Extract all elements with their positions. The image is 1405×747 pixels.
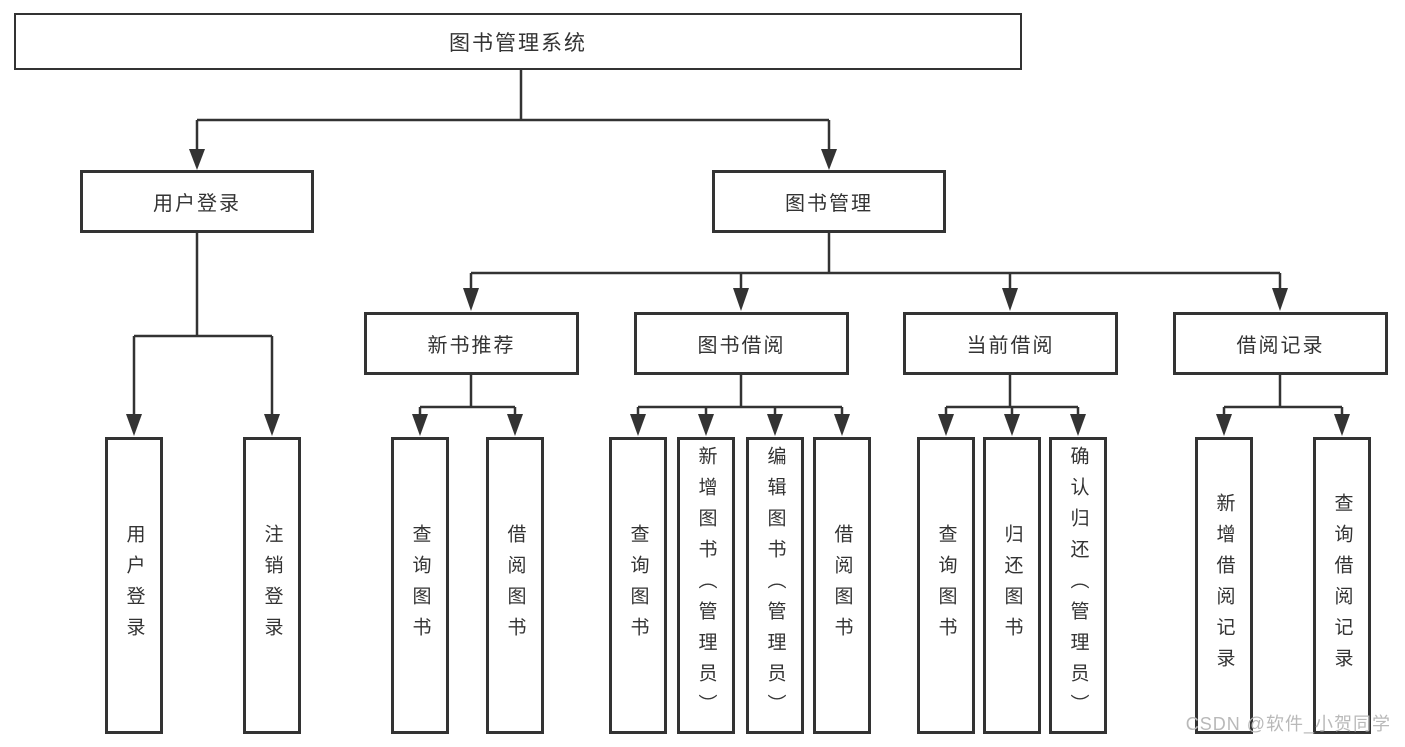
node-label: 图书借阅 bbox=[697, 335, 786, 357]
node-label: 确认归还（管理员） bbox=[1067, 446, 1089, 725]
node-book-borrow: 图书借阅 bbox=[634, 312, 849, 375]
node-borrow-record: 借阅记录 bbox=[1173, 312, 1388, 375]
node-root-label: 图书管理系统 bbox=[449, 31, 587, 55]
node-confirm-return-admin: 确认归还（管理员） bbox=[1049, 437, 1107, 734]
node-new-book-recommend: 新书推荐 bbox=[364, 312, 579, 375]
node-label: 注销登录 bbox=[261, 523, 283, 648]
node-label: 用户登录 bbox=[153, 193, 241, 215]
node-book-management-module: 图书管理 bbox=[712, 170, 946, 233]
node-return-books: 归还图书 bbox=[983, 437, 1041, 734]
node-query-borrow-record: 查询借阅记录 bbox=[1313, 437, 1371, 734]
node-label: 查询图书 bbox=[627, 523, 649, 648]
node-label: 图书管理 bbox=[785, 193, 873, 215]
node-label: 用户登录 bbox=[123, 523, 145, 648]
node-label: 借阅图书 bbox=[831, 523, 853, 648]
arrowheads bbox=[126, 149, 1350, 436]
node-label: 查询图书 bbox=[935, 523, 957, 648]
node-label: 查询借阅记录 bbox=[1331, 492, 1353, 679]
node-query-books-borrow: 查询图书 bbox=[609, 437, 667, 734]
node-root-library-system: 图书管理系统 bbox=[14, 13, 1022, 70]
node-query-books-recommend: 查询图书 bbox=[391, 437, 449, 734]
node-add-borrow-record: 新增借阅记录 bbox=[1195, 437, 1253, 734]
node-logout: 注销登录 bbox=[243, 437, 301, 734]
node-query-books-current: 查询图书 bbox=[917, 437, 975, 734]
node-add-books-admin: 新增图书（管理员） bbox=[677, 437, 735, 734]
node-label: 新书推荐 bbox=[427, 335, 516, 357]
csdn-watermark: CSDN @软件_小贺同学 bbox=[1185, 714, 1391, 734]
node-label: 编辑图书（管理员） bbox=[764, 446, 786, 725]
node-label: 新增借阅记录 bbox=[1213, 492, 1235, 679]
node-borrow-books-recommend: 借阅图书 bbox=[486, 437, 544, 734]
node-label: 归还图书 bbox=[1001, 523, 1023, 648]
node-label: 当前借阅 bbox=[966, 335, 1055, 357]
node-borrow-books: 借阅图书 bbox=[813, 437, 871, 734]
node-user-login-module: 用户登录 bbox=[80, 170, 314, 233]
node-label: 查询图书 bbox=[409, 523, 431, 648]
node-edit-books-admin: 编辑图书（管理员） bbox=[746, 437, 804, 734]
node-label: 借阅记录 bbox=[1236, 335, 1325, 357]
node-label: 借阅图书 bbox=[504, 523, 526, 648]
node-current-borrow: 当前借阅 bbox=[903, 312, 1118, 375]
node-label: 新增图书（管理员） bbox=[695, 446, 717, 725]
node-user-login: 用户登录 bbox=[105, 437, 163, 734]
